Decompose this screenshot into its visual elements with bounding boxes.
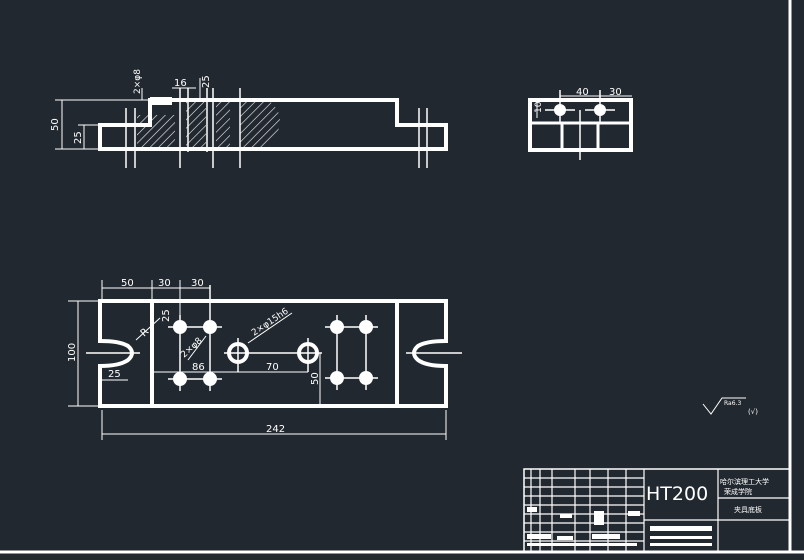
dim-side-width-40: 40 bbox=[576, 87, 589, 98]
title-block-school-line1: 哈尔滨理工大学 bbox=[720, 477, 769, 486]
dim-plan-spacing-70: 70 bbox=[266, 362, 279, 373]
dim-plan-height-50: 50 bbox=[310, 372, 321, 385]
dim-front-width-16: 16 bbox=[174, 78, 187, 89]
plan-view: 50 30 30 100 25 25 R 2×φ8 2×φ15h6 86 70 … bbox=[67, 278, 462, 440]
title-block-filled-cells bbox=[527, 507, 712, 546]
front-view-dimension-lines bbox=[55, 78, 201, 150]
dim-plan-height-100: 100 bbox=[67, 343, 78, 362]
dim-plan-offset-25: 25 bbox=[161, 309, 172, 322]
dim-plan-length-242: 242 bbox=[266, 424, 285, 435]
dim-front-hole-callout: 2×φ8 bbox=[133, 69, 143, 94]
dim-plan-spacing-86: 86 bbox=[192, 362, 205, 373]
title-block-part-name: 夹具底板 bbox=[734, 505, 762, 514]
front-view-outline bbox=[98, 98, 448, 151]
dim-plan-callout-holes-small: 2×φ8 bbox=[179, 336, 204, 360]
title-block: HT200 哈尔滨理工大学 荣成学院 夹具底板 bbox=[523, 468, 791, 553]
surface-finish-value: Ra6.3 bbox=[724, 400, 741, 407]
title-block-material: HT200 bbox=[646, 483, 708, 505]
dim-plan-spacing-30a: 30 bbox=[158, 278, 171, 289]
dim-plan-spacing-30b: 30 bbox=[191, 278, 204, 289]
front-view-boss bbox=[150, 97, 172, 105]
side-view-dimension-lines bbox=[536, 95, 632, 118]
plan-view-dimension-lines bbox=[68, 280, 447, 440]
dim-side-height-10: 10 bbox=[534, 101, 544, 113]
dim-plan-spacing-50: 50 bbox=[121, 278, 134, 289]
dim-plan-callout-holes-large: 2×φ15h6 bbox=[250, 307, 291, 339]
surface-finish-symbol: Ra6.3 (√) bbox=[702, 397, 758, 416]
dim-front-height-total: 50 bbox=[50, 118, 61, 131]
plan-view-outline bbox=[98, 299, 448, 408]
dim-plan-slot-25: 25 bbox=[108, 369, 121, 380]
dim-front-height-step: 25 bbox=[73, 131, 84, 144]
dim-front-depth-25: 25 bbox=[201, 75, 212, 88]
title-block-school-line2: 荣成学院 bbox=[724, 487, 752, 496]
front-view: 50 25 2×φ8 16 25 bbox=[50, 69, 448, 168]
front-view-centerlines bbox=[125, 88, 428, 168]
front-view-hatching bbox=[137, 100, 280, 149]
plan-view-vertical-edges bbox=[150, 301, 399, 406]
side-view-centerlines bbox=[545, 90, 615, 160]
side-view: 40 30 10 bbox=[528, 87, 633, 160]
surface-finish-note: (√) bbox=[748, 408, 758, 416]
title-block-frame bbox=[523, 468, 791, 553]
dim-side-width-30: 30 bbox=[609, 87, 622, 98]
plan-view-centerlines bbox=[86, 285, 462, 391]
